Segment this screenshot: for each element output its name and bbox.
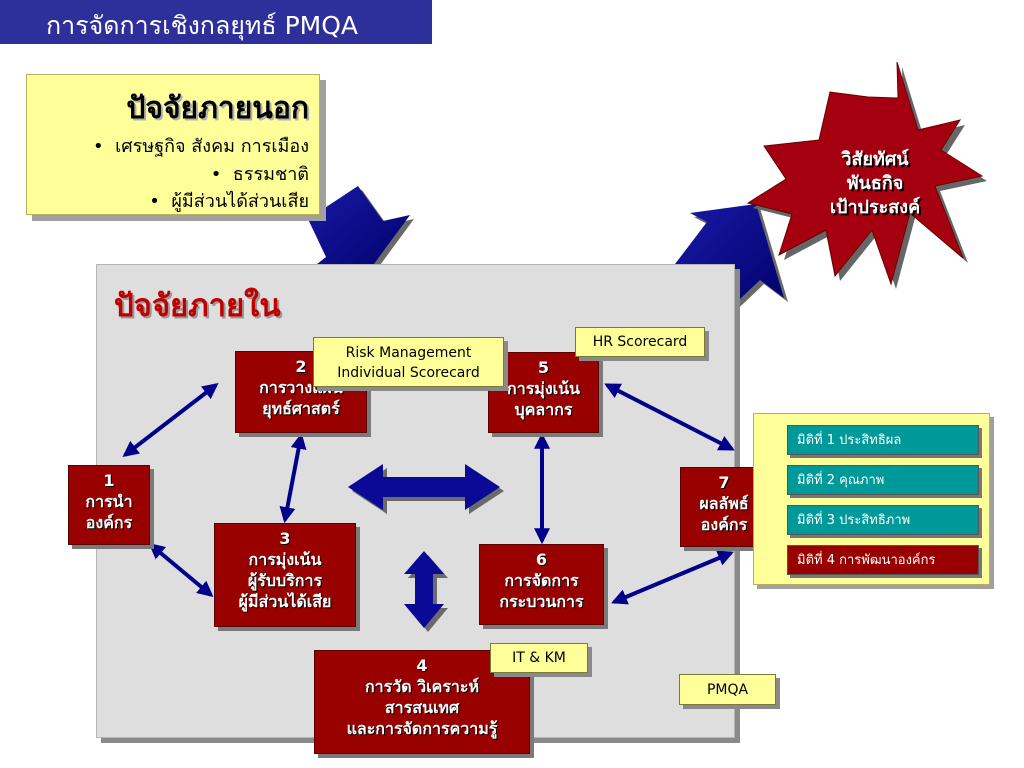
box-number: 7 xyxy=(718,473,730,492)
goal-line: เป้าประสงค์ xyxy=(829,197,921,218)
external-factor-item: • เศรษฐกิจ สังคม การเมือง xyxy=(93,136,309,157)
box-label: การวัด วิเคราะห์ xyxy=(364,677,480,696)
box-label: ผลลัพธ์ xyxy=(699,494,749,513)
external-factors-heading: ปัจจัยภายนอก xyxy=(126,91,309,126)
vision-mission-text: วิสัยทัศน์ พันธกิจ เป้าประสงค์ xyxy=(795,148,955,220)
box-number: 3 xyxy=(279,529,291,548)
dimension-4-organizational-development: มิติที่ 4 การพัฒนาองค์กร xyxy=(787,545,979,575)
box-label: กระบวนการ xyxy=(499,592,584,611)
box-label: ผู้รับบริการ xyxy=(247,571,323,590)
dimension-1-effectiveness: มิติที่ 1 ประสิทธิผล xyxy=(787,425,979,455)
box-3-customer-focus: 3 การมุ่งเน้น ผู้รับบริการ ผู้มีส่วนได้เ… xyxy=(214,523,356,627)
external-factors-box: ปัจจัยภายนอก • เศรษฐกิจ สังคม การเมือง •… xyxy=(26,74,320,215)
callout-line: Individual Scorecard xyxy=(337,365,480,381)
box-label: การมุ่งเน้น xyxy=(248,550,322,569)
horizontal-double-arrow-icon xyxy=(348,464,504,514)
mission-line: พันธกิจ xyxy=(846,173,904,194)
external-factor-item: • ผู้มีส่วนได้ส่วนเสีย xyxy=(149,191,309,212)
box-label: ผู้มีส่วนได้เสีย xyxy=(238,592,332,611)
box-number: 6 xyxy=(535,550,548,569)
risk-management-callout: Risk Management Individual Scorecard xyxy=(313,337,504,387)
box-6-process-management: 6 การจัดการ กระบวนการ xyxy=(479,544,604,625)
arrow-1-2 xyxy=(122,383,219,457)
box-number: 4 xyxy=(416,656,428,675)
external-factor-item: • ธรรมชาติ xyxy=(210,164,309,185)
box-label: องค์กร xyxy=(700,515,748,534)
box-label: บุคลากร xyxy=(514,400,573,419)
arrow-1-3 xyxy=(148,542,214,598)
dimension-2-quality: มิติที่ 2 คุณภาพ xyxy=(787,465,979,495)
external-input-arrow-icon xyxy=(298,186,414,283)
vision-starburst-icon xyxy=(746,61,987,289)
arrow-5-7 xyxy=(604,383,735,451)
hr-scorecard-callout: HR Scorecard xyxy=(575,327,705,357)
box-label: การนำ xyxy=(85,492,133,511)
box-number: 5 xyxy=(537,358,550,377)
box-label: และการจัดการความรู้ xyxy=(346,719,498,738)
arrow-2-3 xyxy=(279,432,307,524)
internal-factors-heading: ปัจจัยภายใน xyxy=(114,288,281,324)
vision-line: วิสัยทัศน์ xyxy=(841,149,909,170)
box-label: การมุ่งเน้น xyxy=(507,379,580,398)
callout-line: Risk Management xyxy=(345,345,472,361)
box-number: 2 xyxy=(295,357,307,376)
it-km-callout: IT & KM xyxy=(490,643,588,673)
box-label: ยุทธ์ศาสตร์ xyxy=(262,399,340,418)
box-5-workforce-focus: 5 การมุ่งเน้น บุคลากร xyxy=(488,352,599,433)
vertical-double-arrow-icon xyxy=(404,551,448,632)
box-label: การจัดการ xyxy=(504,571,579,590)
title-bar: การจัดการเชิงกลยุทธ์ PMQA xyxy=(0,0,432,44)
box-label: สารสนเทศ xyxy=(384,698,460,717)
page-title: การจัดการเชิงกลยุทธ์ PMQA xyxy=(46,11,359,40)
pmqa-callout: PMQA xyxy=(679,674,776,705)
box-label: องค์กร xyxy=(85,513,133,532)
box-number: 1 xyxy=(103,471,115,490)
arrow-6-7 xyxy=(611,550,734,605)
box-1-leadership: 1 การนำ องค์กร xyxy=(68,465,150,545)
dimension-3-efficiency: มิติที่ 3 ประสิทธิภาพ xyxy=(787,505,979,535)
